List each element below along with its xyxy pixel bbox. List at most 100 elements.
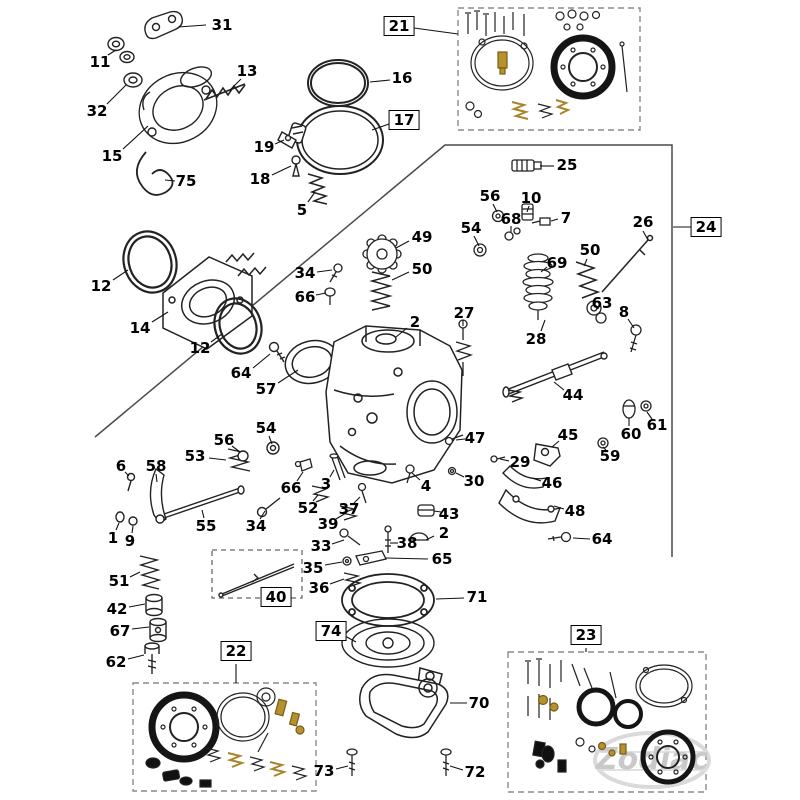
leader-line-45 — [551, 440, 560, 448]
leader-line-47 — [455, 438, 466, 441]
screws-73-72-drawing — [346, 748, 452, 776]
part-label-52: 52 — [297, 499, 319, 517]
leader-line-6 — [124, 471, 130, 477]
leader-line-52 — [312, 494, 319, 502]
part-label-56: 56 — [479, 187, 501, 205]
part-label-69: 69 — [546, 254, 568, 272]
part-label-64: 64 — [230, 364, 252, 382]
screw-64-right-drawing — [547, 531, 572, 543]
kit-box-21-outline — [457, 7, 641, 131]
leader-line-48 — [553, 505, 565, 510]
needle-box-40-outline — [211, 549, 303, 599]
part-label-19: 19 — [253, 138, 275, 156]
leader-line-54 — [268, 435, 273, 445]
oring-12-lower-drawing — [213, 297, 263, 355]
part-label-57: 57 — [255, 380, 277, 398]
part-label-33: 33 — [310, 537, 332, 555]
leader-line-63 — [595, 307, 600, 310]
screw-27-drawing — [454, 319, 474, 376]
leader-line-14 — [151, 311, 169, 323]
part-label-39: 39 — [317, 515, 339, 533]
part-label-31: 31 — [211, 16, 233, 34]
flange-block-14-drawing — [162, 252, 267, 350]
leader-line-46 — [531, 477, 542, 482]
leader-line-64 — [252, 353, 271, 369]
part-label-67: 67 — [109, 622, 131, 640]
leader-line-49 — [395, 240, 410, 249]
part-label-4: 4 — [420, 477, 432, 495]
bracket-48-drawing — [498, 488, 562, 524]
part-label-59: 59 — [599, 447, 621, 465]
manifold-15-drawing — [138, 66, 218, 145]
leader-line-54 — [473, 235, 480, 247]
leader-line-43 — [433, 510, 442, 513]
leader-line-17 — [371, 123, 390, 131]
washers-11-drawing — [107, 36, 135, 64]
needle-41-drawing — [218, 563, 295, 598]
part-label-12: 12 — [90, 277, 112, 295]
leader-line-50 — [391, 271, 410, 281]
leader-line-10 — [526, 205, 530, 213]
leader-line-11 — [107, 49, 117, 56]
leader-line-12 — [210, 333, 223, 343]
diaphragm-stack-74-drawing — [341, 618, 435, 668]
leader-line-72 — [449, 765, 464, 771]
leader-line-36 — [329, 578, 345, 585]
part-label-40: 40 — [260, 587, 292, 607]
part-label-5: 5 — [296, 201, 308, 219]
part-label-64: 64 — [591, 530, 613, 548]
part-label-1: 1 — [107, 529, 119, 547]
part-label-54: 54 — [255, 419, 277, 437]
kit-21-contents-drawing — [465, 9, 628, 120]
washer-56-upper-drawing — [491, 209, 505, 223]
part-label-55: 55 — [195, 517, 217, 535]
part-label-7: 7 — [560, 209, 572, 227]
oring-12-upper-drawing — [122, 230, 178, 294]
kit-box-22-outline — [132, 682, 317, 792]
part-label-48: 48 — [564, 502, 586, 520]
spring-50-right-drawing — [575, 261, 601, 299]
leader-line-53 — [208, 457, 227, 461]
leader-line-66 — [296, 471, 304, 482]
leader-line-15 — [122, 125, 149, 150]
part-label-53: 53 — [184, 447, 206, 465]
washer-32-drawing — [123, 72, 143, 88]
leader-line-74 — [344, 635, 357, 643]
leader-line-8 — [627, 318, 635, 329]
leader-line-13 — [229, 78, 242, 91]
part-label-58: 58 — [145, 457, 167, 475]
parts-60-61-drawing — [622, 399, 652, 419]
part-label-37: 37 — [338, 500, 360, 518]
part-label-70: 70 — [468, 694, 490, 712]
part-label-2: 2 — [409, 313, 421, 331]
mixture-parts-cluster-drawing — [294, 453, 392, 588]
part-label-60: 60 — [620, 425, 642, 443]
leader-line-9 — [131, 525, 134, 534]
leader-line-12 — [112, 269, 129, 281]
plate-46-drawing — [502, 465, 548, 489]
float-70-drawing — [359, 667, 449, 739]
part-label-46: 46 — [541, 474, 563, 492]
leader-line-58 — [155, 473, 158, 483]
washers-63-drawing — [586, 300, 607, 324]
part-label-9: 9 — [124, 532, 136, 550]
part-label-12: 12 — [189, 339, 211, 357]
leader-line-4 — [411, 472, 421, 481]
leader-line-29 — [499, 458, 510, 462]
leader-line-59 — [602, 446, 607, 451]
lever-45-drawing — [533, 443, 561, 467]
kit-23-contents-drawing — [525, 658, 696, 785]
part-label-26: 26 — [632, 213, 654, 231]
part-label-13: 13 — [236, 62, 258, 80]
leader-line-56 — [492, 203, 498, 213]
leader-line-19 — [274, 139, 285, 145]
plug-43-cap-2-drawing — [409, 504, 435, 541]
leader-line-21 — [413, 27, 459, 35]
leader-line-71 — [435, 597, 465, 600]
washer-54-upper-drawing — [473, 243, 487, 257]
part-label-43: 43 — [438, 505, 460, 523]
part-label-14: 14 — [129, 319, 151, 337]
leader-line-28 — [540, 319, 546, 332]
